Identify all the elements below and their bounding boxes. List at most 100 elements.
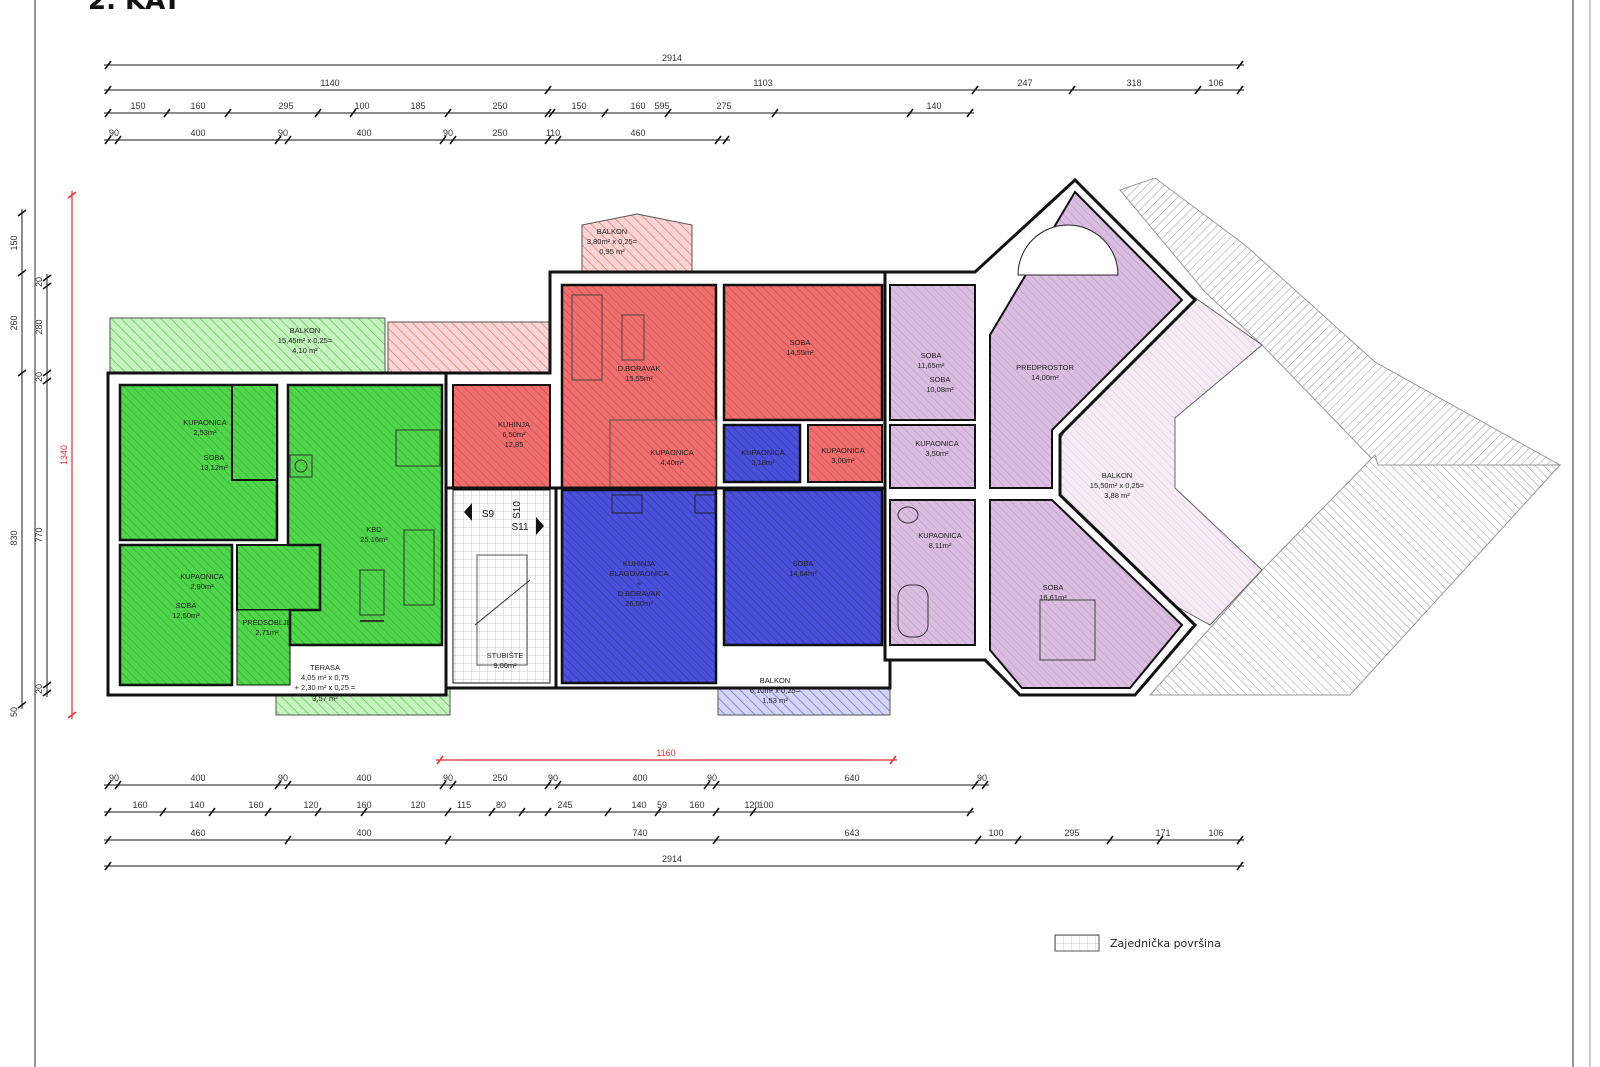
label: 12,85 [505, 440, 524, 449]
label: SOBA [921, 351, 942, 360]
dimension-label: 50 [9, 707, 19, 717]
dimension-tick [224, 108, 232, 118]
dimension-label: 90 [278, 128, 288, 138]
dimension-label: 90 [278, 773, 288, 783]
dimension-tick [104, 835, 112, 845]
label: 10,08m² [926, 385, 954, 394]
dimension-tick [1236, 861, 1244, 871]
room-soba-1 [889, 284, 976, 421]
dimension-label: 2914 [662, 53, 682, 63]
label: 3,57 m² [312, 694, 338, 703]
dimension-tick [966, 108, 974, 118]
red-balcony-top [581, 213, 693, 273]
dimension-tick [104, 60, 112, 70]
label: KUPAONICA [650, 448, 694, 457]
dimension-label: 80 [496, 800, 506, 810]
dimension-tick [444, 108, 452, 118]
label: KUPAONICA [183, 418, 227, 427]
dimension-tick [714, 135, 722, 145]
room-kuhinja-blagovaonica [560, 488, 718, 685]
dimension-tick [67, 711, 77, 719]
label: 2,53m² [193, 428, 217, 437]
room-kupaonica-1 [231, 384, 278, 481]
dimension-label: 160 [630, 101, 645, 111]
label: 12,50m² [172, 611, 200, 620]
dimension-label: 400 [632, 773, 647, 783]
spiral-stair [1017, 224, 1119, 276]
dimension-label: 295 [278, 101, 293, 111]
dimension-label: 115 [457, 800, 471, 810]
dimension-label: 106 [1208, 78, 1223, 88]
dimension-label: 90 [109, 773, 119, 783]
room-predsoblje [236, 609, 291, 686]
dimension-tick [42, 681, 52, 689]
dimension-label: 90 [548, 773, 558, 783]
label: KBD [366, 525, 382, 534]
dimension-tick [604, 807, 612, 817]
dimension-label: 150 [130, 101, 145, 111]
dimension-tick [104, 807, 112, 817]
stair-label-s10: S10 [512, 501, 523, 519]
dimension-tick [274, 135, 282, 145]
dimension-tick [449, 135, 457, 145]
dimension-label: 770 [34, 527, 44, 542]
label: 15,55m² [625, 374, 653, 383]
dimension-tick [444, 835, 452, 845]
dimension-tick [654, 807, 662, 817]
label: 25,16m² [360, 535, 388, 544]
apartment-purple [883, 177, 1198, 697]
label: 14,55m² [786, 348, 814, 357]
label: SOBA [790, 338, 811, 347]
dimension-label: 245 [557, 800, 572, 810]
label: SOBA [930, 375, 951, 384]
dimension-label: 250 [492, 128, 507, 138]
dimension-label: 171 [1155, 828, 1170, 838]
label: BALKON [1102, 471, 1132, 480]
dimension-label: 460 [630, 128, 645, 138]
roof-area-lower [1148, 454, 1562, 696]
dimension-tick [749, 807, 757, 817]
label: + 2,30 m² x 0,25 = [295, 683, 356, 692]
label: D.BORAVAK [618, 364, 661, 373]
dimension-label: 90 [707, 773, 717, 783]
label: 4,05 m² x 0,75 [301, 673, 349, 682]
label: 0,95 m² [599, 247, 625, 256]
label: BALKON [290, 326, 320, 335]
dimension-label: 160 [689, 800, 704, 810]
dimension-tick [439, 780, 447, 790]
stair-label-s9: S9 [482, 509, 495, 520]
dimension-tick [17, 209, 27, 217]
label: 3,18m² [751, 458, 775, 467]
dimension-label: 400 [190, 773, 205, 783]
room-kupaonica-2 [807, 424, 883, 483]
label: KUPAONICA [741, 448, 785, 457]
dimension-label: 20 [34, 277, 44, 287]
red-balcony-left [387, 321, 551, 374]
dimension-tick [42, 282, 52, 290]
green-balcony [109, 317, 386, 374]
dimension-tick [42, 377, 52, 385]
dimension-tick [349, 108, 357, 118]
dimension-tick [436, 755, 444, 765]
label: 11,65m² [918, 361, 945, 370]
dimension-tick [548, 108, 556, 118]
dimension-label: 90 [977, 773, 987, 783]
dimension-tick [264, 807, 272, 817]
dimension-tick [104, 108, 112, 118]
room-kupaonica-1 [889, 424, 976, 489]
dimension-tick [314, 108, 322, 118]
dimension-tick [554, 780, 562, 790]
room-kupaonica-2 [236, 544, 321, 611]
dimension-label: 120 [303, 800, 318, 810]
room-kuhinja [452, 384, 551, 489]
dimension-tick [974, 835, 982, 845]
label: 1,53 m² [762, 696, 788, 705]
stair-arrow-icon [536, 517, 544, 535]
dimension-tick [1068, 85, 1076, 95]
dimension-tick [67, 191, 77, 199]
dimension-label: 160 [190, 101, 205, 111]
dimension-label: 247 [1017, 78, 1032, 88]
dimension-tick [17, 701, 27, 709]
label: D.BORAVAK [618, 589, 661, 598]
